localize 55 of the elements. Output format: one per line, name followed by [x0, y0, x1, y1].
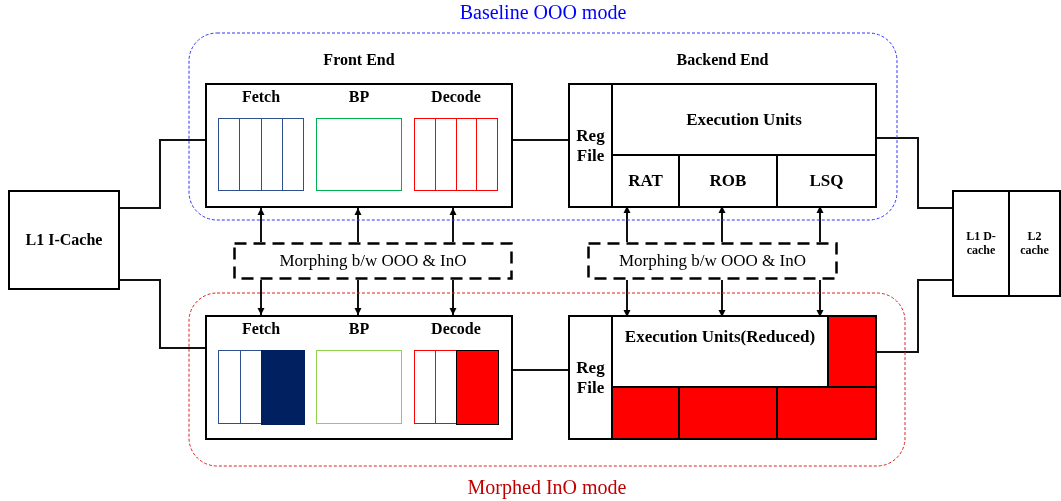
unit-label: Reg File — [575, 357, 606, 398]
mode-region — [188, 292, 906, 501]
cache-label: L1 I-Cache — [24, 230, 104, 250]
stage-title: Decode — [430, 320, 482, 339]
morphing-box — [233, 242, 513, 280]
disabled-unit — [680, 386, 778, 438]
unit-label: RAT — [628, 171, 663, 191]
arrow — [354, 207, 362, 243]
arrow — [718, 279, 726, 318]
stage-buffer — [316, 320, 402, 424]
stage-title: BP — [347, 320, 371, 339]
arrow — [623, 279, 631, 318]
connector-line — [876, 279, 953, 353]
cache-box — [8, 190, 120, 290]
unit-label: LSQ — [809, 171, 844, 191]
connector-line — [119, 139, 206, 209]
pipeline-block — [205, 315, 513, 440]
arrow — [257, 279, 265, 316]
stage-buffer — [218, 320, 304, 424]
arrow — [816, 279, 824, 318]
region-title: Baseline OOO mode — [458, 1, 628, 24]
disabled-unit — [613, 386, 680, 438]
stage-title: Fetch — [240, 88, 282, 107]
connector-line — [119, 279, 206, 349]
arrow — [449, 207, 457, 243]
arrow — [257, 207, 265, 243]
cache-label: L2 cache — [1019, 229, 1050, 258]
cache-label: L1 D-cache — [965, 229, 997, 258]
pipeline-block — [568, 315, 877, 440]
cache-box — [952, 190, 1010, 297]
unit-label: Execution Units(Reduced) — [624, 327, 816, 347]
stage-buffer — [414, 320, 498, 424]
unit-label: ROB — [709, 171, 747, 191]
connector-line — [512, 139, 569, 141]
connector-line — [876, 137, 953, 209]
stage-buffer — [316, 88, 402, 191]
stage-title: Fetch — [240, 320, 282, 339]
cache-box — [1008, 190, 1061, 297]
stage-title: Decode — [430, 88, 482, 107]
region-title: Morphed InO mode — [466, 476, 628, 499]
block-title: Front End — [322, 51, 396, 70]
block-title: Backend End — [675, 51, 770, 70]
morphing-label: Morphing b/w OOO & InO — [279, 251, 467, 271]
unit-label: Reg File — [575, 125, 606, 166]
stage-buffer — [414, 88, 498, 191]
stage-title: BP — [347, 88, 371, 107]
disabled-unit — [827, 317, 875, 386]
arrow — [354, 279, 362, 316]
connector-line — [512, 369, 569, 371]
arrow — [449, 279, 457, 316]
unit-label: Execution Units — [686, 109, 802, 130]
morphing-label: Morphing b/w OOO & InO — [619, 251, 806, 271]
morphing-box — [587, 242, 838, 280]
stage-buffer — [218, 88, 304, 191]
disabled-unit — [778, 386, 875, 438]
